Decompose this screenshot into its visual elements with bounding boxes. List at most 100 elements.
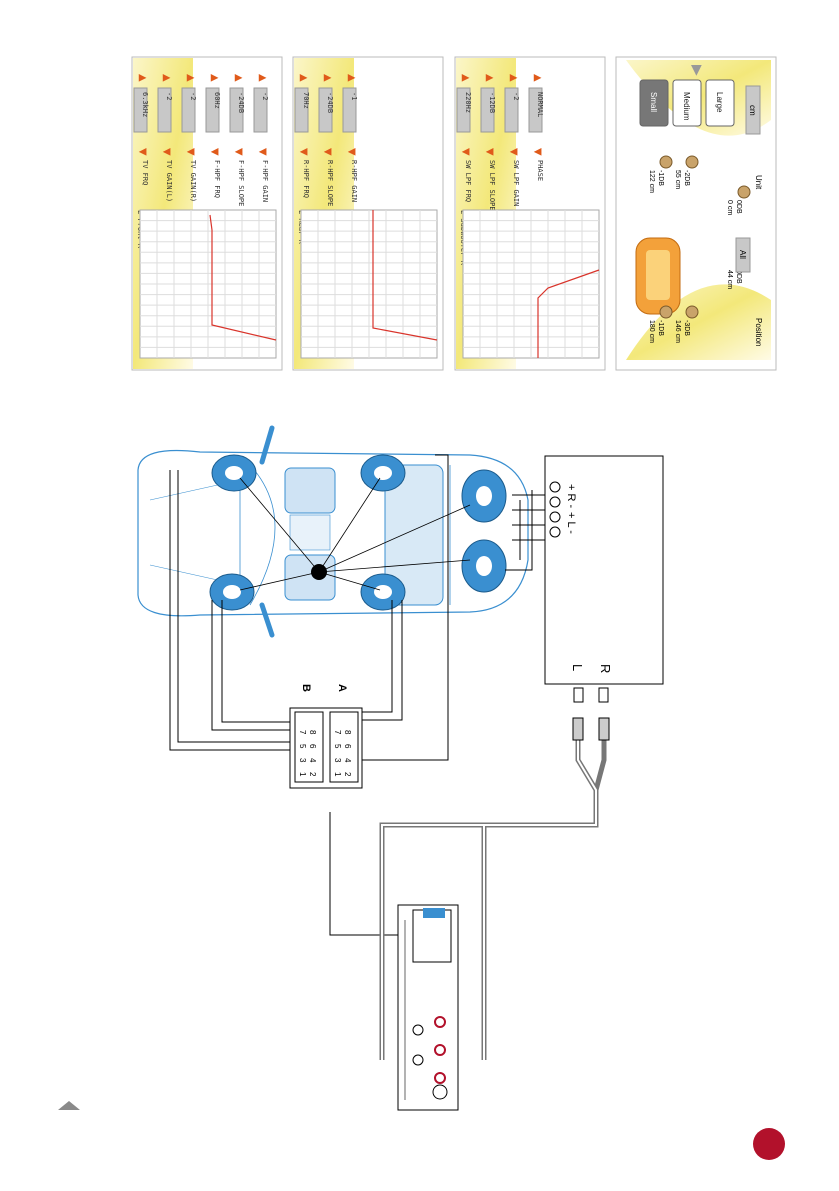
setting-value: 70Hz [302, 92, 310, 109]
position-value: All [738, 250, 747, 259]
increase-arrow-icon[interactable]: ▲ [137, 74, 148, 82]
connector-label-a: A [336, 684, 348, 692]
setting-label: PHASE [536, 160, 544, 181]
decrease-arrow-icon[interactable]: ▼ [185, 148, 196, 156]
decrease-arrow-icon[interactable]: ▼ [484, 148, 495, 156]
readout-gain: 0DB [735, 270, 742, 284]
connector-pin: 8 [343, 730, 352, 735]
decrease-arrow-icon[interactable]: ▼ [257, 148, 268, 156]
setting-label: TV FRQ [141, 160, 149, 185]
decrease-arrow-icon[interactable]: ▼ [209, 148, 220, 156]
amp-input-left-label: L [570, 664, 585, 671]
setting-value: 60Hz [213, 92, 221, 109]
setting-value: 6.3kHz [141, 92, 149, 117]
size-button-medium[interactable]: Medium [672, 79, 702, 127]
panel-row: ▲ ▼ 6.3kHz TV FRQ [133, 74, 149, 185]
connector-pin: 4 [308, 758, 317, 763]
setting-label: R-HPF GAIN [350, 160, 358, 202]
unit-label: Unit [754, 175, 763, 190]
setting-label: TV GAIN(L) [165, 160, 173, 202]
home-arrow-icon[interactable] [58, 1101, 80, 1110]
readout-gain: -2DB [683, 170, 690, 186]
connector-pin: 5 [333, 744, 342, 749]
connector-pin: 1 [333, 772, 342, 777]
increase-arrow-icon[interactable]: ▲ [460, 74, 471, 82]
setting-label: F-HPF GAIN [261, 160, 269, 202]
decrease-arrow-icon[interactable]: ▼ [233, 148, 244, 156]
page-number-badge [753, 1128, 785, 1160]
setting-label: F-HPF FRQ [213, 160, 221, 198]
size-button-large[interactable]: Large [705, 79, 735, 127]
rca-cable [379, 717, 610, 1060]
speaker-front-left [211, 454, 257, 492]
increase-arrow-icon[interactable]: ▲ [257, 74, 268, 82]
car-wiring-diagram [137, 425, 529, 638]
speaker-icon [659, 305, 673, 319]
increase-arrow-icon[interactable]: ▲ [346, 74, 357, 82]
connector-pin: 3 [298, 758, 307, 763]
setting-label: TV GAIN(R) [189, 160, 197, 202]
connector-pin: 4 [343, 758, 352, 763]
setting-value: -24DB [326, 92, 334, 113]
increase-arrow-icon[interactable]: ▲ [209, 74, 220, 82]
readout-gain: 0DB [735, 200, 742, 214]
setting-value: -2 [189, 92, 197, 100]
increase-arrow-icon[interactable]: ▲ [233, 74, 244, 82]
setting-value: -24DB [237, 92, 245, 113]
panel-row: ▲ ▼ -1R-HPF GAIN [342, 74, 358, 202]
connector-pin: 5 [298, 744, 307, 749]
increase-arrow-icon[interactable]: ▲ [532, 74, 543, 82]
setting-label: F-HPF SLOPE [237, 160, 245, 206]
speaker-readout: 180 cm-1DB [648, 305, 673, 343]
amplifier: + R - + L - L R [544, 455, 664, 703]
increase-arrow-icon[interactable]: ▲ [322, 74, 333, 82]
panel-row: ▲▼-2SW LPF GAIN [504, 74, 520, 206]
decrease-arrow-icon[interactable]: ▼ [508, 148, 519, 156]
decrease-arrow-icon[interactable]: ▼ [346, 148, 357, 156]
speaker-readout: 55 cm-2DB [674, 155, 699, 189]
decrease-arrow-icon[interactable]: ▼ [322, 148, 333, 156]
increase-arrow-icon[interactable]: ▲ [508, 74, 519, 82]
setting-value: -1 [350, 92, 358, 100]
terminal-label-right: + R - [565, 484, 577, 508]
speaker-icon [659, 155, 673, 169]
connector-pin: 6 [308, 744, 317, 749]
scroll-up-icon[interactable]: ▼ [691, 62, 702, 78]
increase-arrow-icon[interactable]: ▲ [484, 74, 495, 82]
decrease-arrow-icon[interactable]: ▼ [460, 148, 471, 156]
decrease-arrow-icon[interactable]: ▼ [298, 148, 309, 156]
size-button-small[interactable]: Small [639, 79, 669, 127]
response-graph [462, 209, 600, 359]
unit-select[interactable] [745, 85, 761, 135]
speaker-icon [685, 155, 699, 169]
increase-arrow-icon[interactable]: ▲ [161, 74, 172, 82]
increase-arrow-icon[interactable]: ▲ [185, 74, 196, 82]
speaker-icon [737, 185, 751, 199]
decrease-arrow-icon[interactable]: ▼ [137, 148, 148, 156]
panel-row: ▲▼-2TV GAIN(L) [157, 74, 173, 202]
readout-distance: 55 cm [674, 170, 681, 189]
panel-row: ▲▼-2F-HPF GAIN [253, 74, 269, 202]
position-select[interactable] [735, 237, 751, 273]
response-graph [300, 209, 438, 359]
setting-value: -2 [512, 92, 520, 100]
speaker-front-right [209, 573, 255, 611]
connector-pin: 1 [298, 772, 307, 777]
connector-pin: 2 [308, 772, 317, 777]
connector-pin: 8 [308, 730, 317, 735]
readout-gain: -1DB [657, 320, 664, 336]
position-label: Position [754, 318, 763, 346]
speaker-icon [685, 305, 699, 319]
decrease-arrow-icon[interactable]: ▼ [532, 148, 543, 156]
subwoofer-left [461, 469, 507, 523]
increase-arrow-icon[interactable]: ▲ [298, 74, 309, 82]
decrease-arrow-icon[interactable]: ▼ [161, 148, 172, 156]
